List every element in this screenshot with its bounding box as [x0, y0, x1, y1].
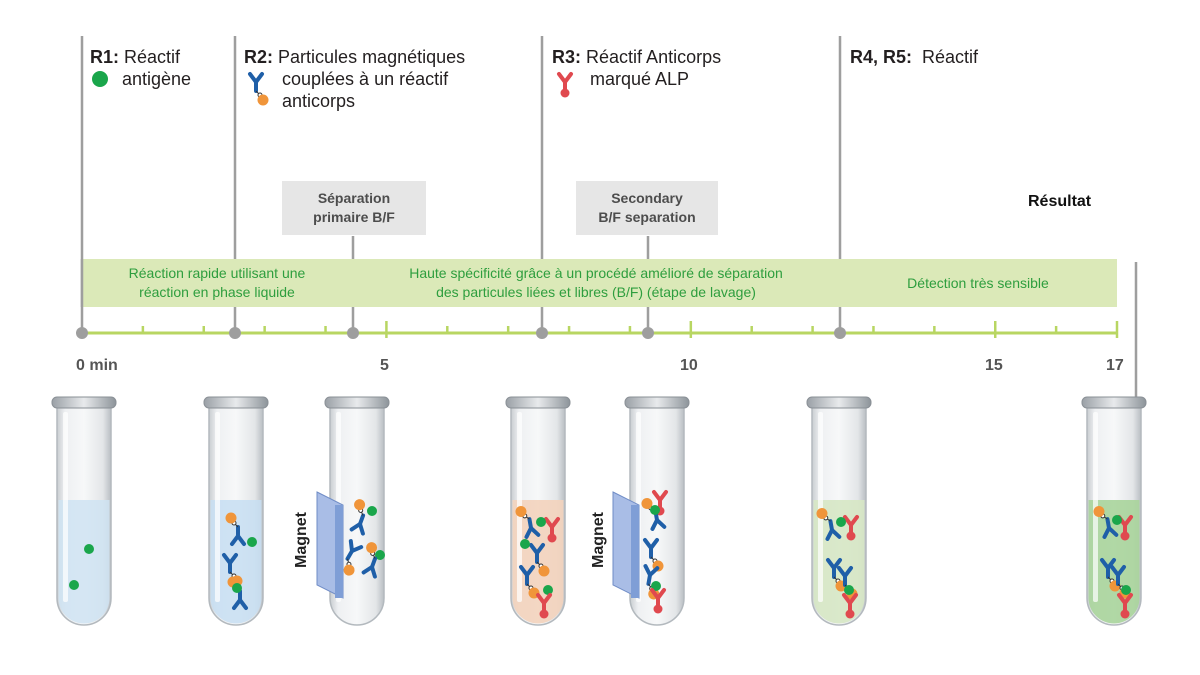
- phase-2-line1: Haute spécificité grâce à un procédé amé…: [409, 265, 783, 281]
- secondary-separation-line2: B/F separation: [598, 209, 696, 225]
- magnet-label-1: Magnet: [293, 512, 310, 568]
- primary-separation-line2: primaire B/F: [313, 209, 395, 225]
- phase-2-text: Haute spécificité grâce à un procédé amé…: [358, 264, 834, 302]
- reagent-r2-line3: anticorps: [282, 91, 356, 111]
- secondary-separation-line1: Secondary: [611, 190, 683, 206]
- result-label: Résultat: [1028, 193, 1092, 210]
- antigen: [1121, 585, 1131, 595]
- reagent-r3-line2: marqué ALP: [590, 69, 690, 89]
- phase-band-rect: [82, 259, 1117, 307]
- phase-2-line2: des particules liées et libres (B/F) (ét…: [436, 284, 756, 300]
- reagent-r45-code: R4, R5:: [850, 47, 913, 67]
- tube-rim: [806, 396, 872, 409]
- phase-band: [80, 259, 1117, 307]
- tick-label-0: 0 min: [76, 357, 118, 374]
- tick-label-15: 15: [985, 357, 1003, 374]
- axis-marker-dot: [347, 327, 359, 339]
- tube-rim: [51, 396, 117, 409]
- tick-label-10: 10: [680, 357, 698, 374]
- axis-marker-dot: [642, 327, 654, 339]
- axis-marker-dot: [536, 327, 548, 339]
- reagent-r45-line1: Réactif: [922, 47, 979, 67]
- reagent-r1: R1: Réactif antigène: [90, 46, 191, 90]
- secondary-separation-box: Secondary B/F separation: [576, 181, 718, 235]
- reagent-r4-r5: R4, R5: Réactif: [850, 46, 978, 68]
- antigen: [232, 583, 242, 593]
- antigen: [651, 581, 661, 591]
- antigen: [520, 539, 530, 549]
- axis-marker-dot: [76, 327, 88, 339]
- antigen: [536, 517, 546, 527]
- tube-highlight: [215, 412, 220, 602]
- phase-3-text: Détection très sensible: [842, 274, 1114, 293]
- timeline-axis: [76, 321, 1119, 339]
- reagent-r2-line1: Particules magnétiques: [278, 47, 466, 67]
- reagent-r3: R3: Réactif Anticorps marqué ALP: [552, 46, 721, 90]
- test-tube-2: [203, 396, 269, 626]
- test-tubes: [51, 396, 1147, 626]
- antigen: [844, 585, 854, 595]
- axis-marker-dot: [229, 327, 241, 339]
- antigen: [247, 537, 257, 547]
- reagent-r1-line2: antigène: [122, 69, 192, 89]
- antigen: [375, 550, 385, 560]
- magnet-2: [612, 491, 640, 599]
- reagent-r1-code: R1:: [90, 47, 120, 67]
- tube-highlight: [63, 412, 68, 602]
- antigen: [367, 506, 377, 516]
- axis-marker-dot: [834, 327, 846, 339]
- antigen: [836, 517, 846, 527]
- tube-rim: [505, 396, 571, 409]
- tube-liquid: [58, 500, 110, 624]
- magnetic-particle-antibody-icon: [244, 68, 278, 114]
- phase-1-line1: Réaction rapide utilisant une: [128, 265, 306, 281]
- reagent-r2: R2: Particules magnétiques couplées à un…: [244, 46, 465, 112]
- reagent-r1-line1: Réactif: [124, 47, 181, 67]
- phase-1-text: Réaction rapide utilisant une réaction e…: [86, 264, 348, 302]
- phase-3-line1: Détection très sensible: [907, 275, 1049, 291]
- magnet-side: [631, 505, 639, 598]
- antigen: [650, 505, 660, 515]
- primary-separation-line1: Séparation: [317, 190, 391, 206]
- antigen-icon: [92, 71, 108, 87]
- antigen: [543, 585, 553, 595]
- reagent-r2-code: R2:: [244, 47, 274, 67]
- primary-separation-box: Séparation primaire B/F: [282, 181, 426, 235]
- phase-1-line2: réaction en phase liquide: [139, 284, 295, 300]
- reagent-r2-line2: couplées à un réactif: [282, 69, 449, 89]
- reagent-r3-code: R3:: [552, 47, 582, 67]
- tube-rim: [203, 396, 269, 409]
- magnet-1: [316, 491, 344, 599]
- antigen: [69, 580, 79, 590]
- reagent-r3-line1: Réactif Anticorps: [586, 47, 722, 67]
- magnet-label-2: Magnet: [590, 512, 607, 568]
- antigen: [84, 544, 94, 554]
- tube-rim: [624, 396, 690, 409]
- alp-antibody-icon: [557, 72, 573, 100]
- tube-highlight: [818, 412, 823, 602]
- tick-label-5: 5: [380, 357, 389, 374]
- test-tube-1: [51, 396, 117, 626]
- antigen: [1112, 515, 1122, 525]
- tube-rim: [324, 396, 390, 409]
- tick-label-17: 17: [1106, 357, 1124, 374]
- magnet-side: [335, 505, 343, 598]
- tube-liquid: [210, 500, 262, 624]
- magnets: [316, 491, 640, 599]
- tube-highlight: [1093, 412, 1098, 602]
- tube-rim: [1081, 396, 1147, 409]
